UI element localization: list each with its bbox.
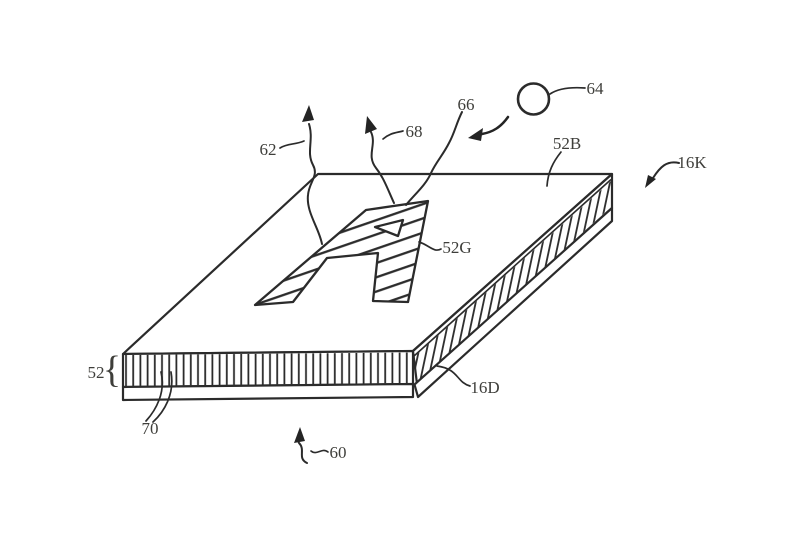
incoming-arrow-66: [480, 115, 510, 136]
arrowhead-68: [365, 116, 377, 134]
label-70: 70: [142, 419, 159, 438]
leader-70-a: [145, 371, 164, 422]
front-layer-hatching: [125, 352, 412, 386]
reference-labels: 62 68 66 64 52B 16K 52G 52 { 70 60 16D: [88, 79, 708, 462]
arrowhead-16K: [645, 175, 656, 188]
wavy-arrow-62: [306, 123, 323, 245]
label-16D: 16D: [470, 378, 499, 397]
right-layer-hatching: [414, 181, 611, 383]
particle-circle-64: [516, 82, 551, 116]
slab-front-bottom-layer: [121, 382, 415, 402]
leader-62: [279, 140, 305, 149]
label-66: 66: [458, 95, 475, 114]
letter-a-glyph: [253, 199, 430, 307]
label-68: 68: [406, 122, 423, 141]
label-52: 52: [88, 363, 105, 382]
leader-52B: [546, 151, 562, 187]
leader-16D: [436, 365, 471, 387]
wavy-arrow-68: [370, 131, 395, 204]
label-52G: 52G: [442, 238, 471, 257]
leader-70-b: [152, 371, 173, 423]
label-52B: 52B: [553, 134, 581, 153]
label-60: 60: [330, 443, 347, 462]
right-layer-rim-line: [413, 178, 612, 357]
slab: [121, 172, 614, 402]
leader-64: [549, 86, 586, 95]
brace-52: {: [103, 349, 121, 391]
label-62: 62: [260, 140, 277, 159]
leader-52G: [418, 241, 442, 251]
label-16K: 16K: [677, 153, 707, 172]
arrowhead-60: [294, 427, 305, 443]
wavy-line-66: [405, 111, 463, 206]
arrowhead-66: [468, 128, 483, 141]
label-64: 64: [587, 79, 605, 98]
leader-60: [310, 449, 329, 454]
arrow-16K: [652, 161, 680, 179]
leader-68: [382, 130, 404, 140]
annotations: [145, 82, 680, 464]
arrowhead-62: [302, 105, 314, 122]
slab-right-bottom-layer: [413, 206, 614, 399]
